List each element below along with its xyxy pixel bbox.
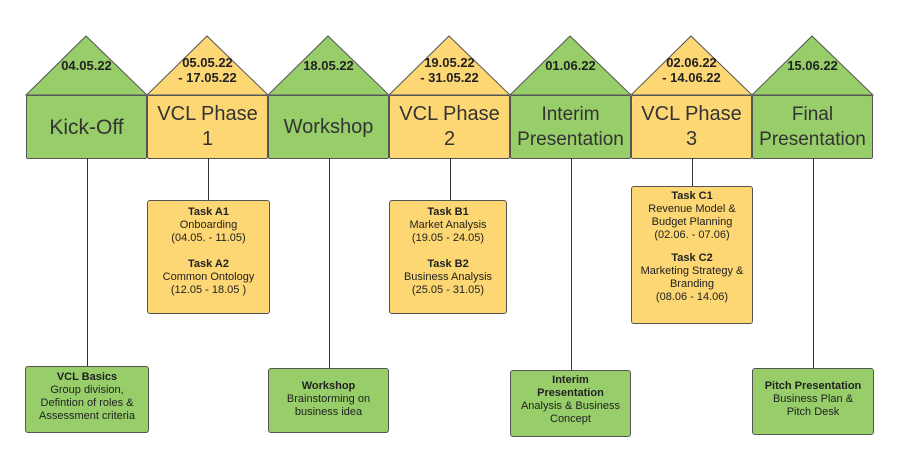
- phase-label: VCL Phase 3: [631, 95, 752, 159]
- deliverable-title: Workshop: [301, 380, 356, 392]
- phase-vcl-1: 05.05.22 - 17.05.22 VCL Phase 1: [145, 0, 270, 160]
- task-name: Marketing Strategy &: [640, 265, 744, 277]
- deliverable-title: Pitch Presentation: [764, 380, 862, 392]
- deliverable-line: business idea: [294, 406, 363, 418]
- deliverable-card-interim: Interim Presentation Analysis & Business…: [510, 370, 631, 437]
- deliverable-title: VCL Basics: [56, 371, 118, 383]
- task-card-phase-2: Task B1 Market Analysis (19.05 - 24.05) …: [389, 200, 507, 314]
- phase-vcl-3: 02.06.22 - 14.06.22 VCL Phase 3: [629, 0, 754, 160]
- phase-label: Interim Presentation: [510, 95, 631, 159]
- deliverable-card-final: Pitch Presentation Business Plan & Pitch…: [752, 368, 874, 435]
- phase-label: Workshop: [268, 95, 389, 159]
- task-dates: (19.05 - 24.05): [411, 232, 485, 244]
- phase-label: VCL Phase 2: [389, 95, 510, 159]
- task-title: Task B1: [427, 206, 469, 218]
- roof-shape: [508, 35, 633, 96]
- deliverable-line: Assessment criteria: [39, 410, 135, 422]
- task-dates: (04.05. - 11.05): [171, 232, 246, 244]
- task-dates: (12.05 - 18.05 ): [170, 284, 247, 296]
- task-name: Business Analysis: [403, 271, 493, 283]
- phase-date: 19.05.22 - 31.05.22: [420, 55, 479, 85]
- roof-shape: [750, 35, 875, 96]
- deliverable-line: Group division,: [50, 384, 124, 396]
- phase-vcl-2: 19.05.22 - 31.05.22 VCL Phase 2: [387, 0, 512, 160]
- phase-date: 18.05.22: [303, 58, 354, 73]
- connector-line: [329, 158, 330, 368]
- connector-line: [208, 158, 209, 200]
- phase-label: VCL Phase 1: [147, 95, 268, 159]
- task-title: Task A1: [188, 206, 229, 218]
- deliverable-card-kickoff: VCL Basics Group division, Defintion of …: [25, 366, 149, 433]
- phase-interim: 01.06.22 Interim Presentation: [508, 0, 633, 160]
- phase-label: Final Presentation: [752, 95, 873, 159]
- phase-date: 15.06.22: [787, 58, 838, 73]
- deliverable-title: Interim: [552, 374, 589, 386]
- connector-line: [813, 158, 814, 368]
- task-dates: (08.06 - 14.06): [655, 291, 729, 303]
- phase-workshop: 18.05.22 Workshop: [266, 0, 391, 160]
- deliverable-line: Business Plan &: [772, 393, 854, 405]
- connector-line: [450, 158, 451, 200]
- phase-date: 01.06.22: [545, 58, 596, 73]
- task-name: Common Ontology: [162, 271, 255, 283]
- deliverable-card-workshop: Workshop Brainstorming on business idea: [268, 368, 389, 433]
- roof-shape: [24, 35, 149, 96]
- deliverable-title: Presentation: [537, 387, 604, 399]
- deliverable-line: Analysis & Business: [520, 400, 621, 412]
- task-title: Task B2: [427, 258, 469, 270]
- phase-date: 02.06.22 - 14.06.22: [662, 55, 721, 85]
- task-name: Revenue Model &: [648, 203, 736, 215]
- deliverable-line: Pitch Desk: [786, 406, 840, 418]
- task-title: Task A2: [188, 258, 229, 270]
- connector-line: [692, 158, 693, 186]
- phase-label: Kick-Off: [26, 95, 147, 159]
- task-card-phase-1: Task A1 Onboarding (04.05. - 11.05) Task…: [147, 200, 270, 314]
- task-card-phase-3: Task C1 Revenue Model & Budget Planning …: [631, 186, 753, 324]
- connector-line: [87, 158, 88, 366]
- deliverable-line: Defintion of roles &: [40, 397, 134, 409]
- connector-line: [571, 158, 572, 370]
- deliverable-line: Brainstorming on: [286, 393, 371, 405]
- task-title: Task C1: [671, 190, 713, 202]
- task-name: Budget Planning: [651, 216, 733, 228]
- task-name: Market Analysis: [409, 219, 487, 231]
- deliverable-line: Concept: [550, 413, 591, 425]
- phase-kickoff: 04.05.22 Kick-Off: [24, 0, 149, 160]
- task-dates: (25.05 - 31.05): [411, 284, 485, 296]
- phase-date: 04.05.22: [61, 58, 112, 73]
- task-dates: (02.06. - 07.06): [654, 229, 730, 241]
- task-name: Branding: [669, 278, 715, 290]
- roof-shape: [266, 35, 391, 96]
- task-name: Onboarding: [179, 219, 238, 231]
- task-title: Task C2: [671, 252, 713, 264]
- phase-date: 05.05.22 - 17.05.22: [178, 55, 237, 85]
- phase-final: 15.06.22 Final Presentation: [750, 0, 875, 160]
